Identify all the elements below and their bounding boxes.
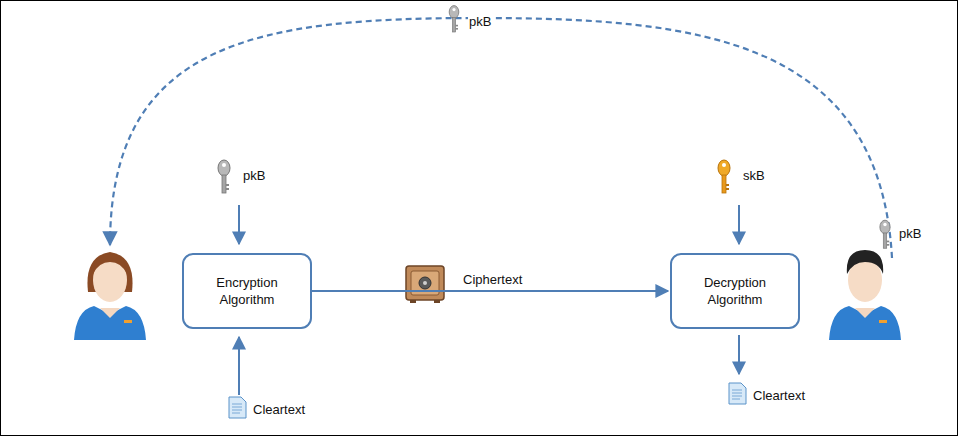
text-label: pkB: [468, 14, 492, 29]
process-box: Decryption Algorithm: [670, 253, 800, 329]
process-box: Encryption Algorithm: [182, 253, 312, 329]
text-label: pkB: [898, 226, 922, 241]
text-label: pkB: [242, 168, 266, 183]
text-label: Ciphertext: [462, 272, 523, 287]
text-label: Cleartext: [252, 402, 306, 417]
flow-arrow: [312, 290, 668, 292]
text-label: skB: [742, 168, 766, 183]
box-label: Encryption Algorithm: [194, 274, 300, 308]
box-label: Decryption Algorithm: [682, 274, 788, 308]
text-label: Cleartext: [752, 388, 806, 403]
